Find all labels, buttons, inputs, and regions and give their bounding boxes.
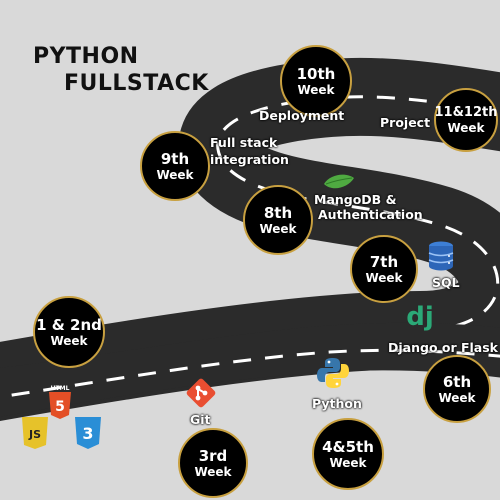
- milestone-number: 1 & 2nd: [36, 315, 102, 334]
- git-icon: [186, 378, 216, 408]
- lane-markings-lower: [0, 348, 500, 399]
- css3-icon: 3: [75, 417, 101, 449]
- svg-text:JS: JS: [28, 428, 41, 441]
- milestone-week-label: Week: [156, 167, 194, 182]
- milestone-number: 9th: [160, 149, 190, 168]
- svg-text:dj: dj: [406, 302, 434, 332]
- milestone-week-label: Week: [194, 464, 232, 479]
- page-title-line1: PYTHON: [33, 44, 139, 69]
- milestone-number: 3rd: [198, 446, 228, 465]
- page-title-line2: FULLSTACK: [64, 71, 209, 96]
- topic-authentication: Authentication: [318, 207, 423, 222]
- javascript-icon: JS: [22, 417, 48, 449]
- milestone-number: 4&5th: [322, 437, 374, 456]
- milestone-week-6: 6th Week: [423, 355, 491, 423]
- milestone-week-3: 3rd Week: [178, 428, 248, 498]
- milestone-week-7: 7th Week: [350, 235, 418, 303]
- milestone-week-4-5: 4&5th Week: [312, 418, 384, 490]
- milestone-week-label: Week: [438, 390, 476, 405]
- svg-text:3: 3: [82, 424, 93, 443]
- svg-text:5: 5: [55, 399, 65, 415]
- topic-integration: integration: [210, 152, 289, 167]
- milestone-week-label: Week: [329, 455, 367, 470]
- milestone-week-9: 9th Week: [140, 131, 210, 201]
- topic-sql: SQL: [432, 275, 460, 290]
- milestone-number: 7th: [369, 252, 399, 271]
- topic-django: Django or Flask: [388, 340, 498, 355]
- milestone-week-label: Week: [447, 120, 485, 135]
- topic-python: Python: [312, 396, 362, 411]
- svg-text:HTML: HTML: [51, 385, 70, 392]
- milestone-week-label: Week: [365, 270, 403, 285]
- database-icon: [428, 241, 454, 271]
- topic-git: Git: [190, 412, 211, 427]
- milestone-week-1-2: 1 & 2nd Week: [33, 296, 105, 368]
- topic-fullstack: Full stack: [210, 135, 278, 150]
- python-icon: [317, 358, 349, 388]
- milestone-week-label: Week: [50, 333, 88, 348]
- mongodb-leaf-icon: [324, 174, 354, 189]
- milestone-number: 8th: [263, 203, 293, 222]
- topic-project: Project: [380, 115, 431, 130]
- html5-icon: HTML 5: [49, 385, 71, 419]
- road-lower: [0, 322, 500, 417]
- milestone-week-label: Week: [259, 221, 297, 236]
- milestone-week-label: Week: [297, 82, 335, 97]
- milestone-number: 10th: [296, 64, 336, 83]
- milestone-week-11-12: 11&12th Week: [434, 88, 498, 152]
- milestone-number: 11&12th: [434, 105, 498, 120]
- milestone-number: 6th: [442, 372, 472, 391]
- milestone-week-8: 8th Week: [243, 185, 313, 255]
- django-icon: dj: [406, 302, 434, 332]
- topic-mongodb: MangoDB &: [314, 192, 397, 207]
- topic-deployment: Deployment: [259, 108, 345, 123]
- milestone-week-10: 10th Week: [280, 45, 352, 117]
